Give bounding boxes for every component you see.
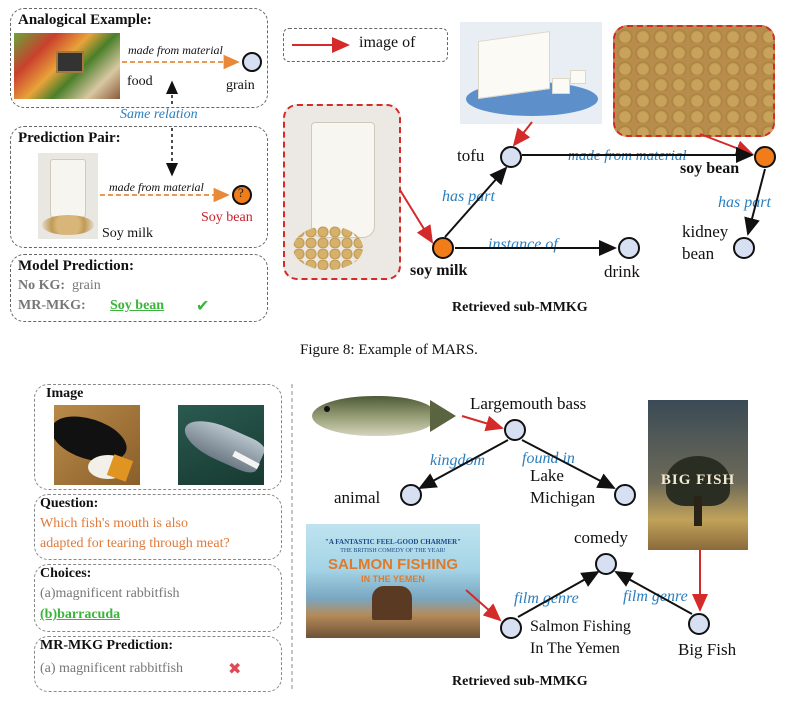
salmon-poster-subtagline: THE BRITISH COMEDY OF THE YEAR! xyxy=(340,548,446,554)
analogical-tail-label: grain xyxy=(226,78,255,93)
bean-label: bean xyxy=(682,244,715,263)
salmon-poster-tagline: "A FANTASTIC FEEL-GOOD CHARMER" xyxy=(324,538,462,546)
lake-label: Lake xyxy=(530,466,564,485)
lake-michigan-node xyxy=(614,484,636,506)
question-title: Question: xyxy=(40,496,99,511)
salmon-fishing-label-2: In The Yemen xyxy=(530,640,620,657)
film-genre-left-relation: film genre xyxy=(514,590,579,607)
big-fish-poster: BIG FISH xyxy=(648,400,748,550)
salmon-image-of-arrow xyxy=(465,589,502,622)
tofu-label: tofu xyxy=(457,146,485,165)
question-line-1: Which fish's mouth is also xyxy=(40,516,188,531)
soymilk-image-of-arrow xyxy=(399,189,434,244)
found-in-relation: found in xyxy=(522,450,575,467)
fig8-sub-caption: Retrieved sub-MMKG xyxy=(452,300,588,315)
largemouth-bass-node xyxy=(504,419,526,441)
tofu-node xyxy=(500,146,522,168)
choice-b: (b)barracuda xyxy=(40,607,121,622)
question-line-2: adapted for tearing through meat? xyxy=(40,536,230,551)
tofu-image xyxy=(460,22,602,124)
fig9-sub-caption: Retrieved sub-MMKG xyxy=(452,674,588,689)
bass-image-of-arrow xyxy=(461,415,504,432)
prediction-title: MR-MKG Prediction: xyxy=(40,638,174,653)
big-fish-node xyxy=(688,613,710,635)
choice-a: (a)magnificent rabbitfish xyxy=(40,586,180,601)
largemouth-bass-label: Largemouth bass xyxy=(470,394,587,413)
vegetables-image xyxy=(14,33,120,99)
prediction-pair-box xyxy=(10,126,268,248)
soy-milk-small-image xyxy=(38,153,98,239)
soy-bean-label: soy bean xyxy=(680,160,740,177)
prediction-value: (a) magnificent rabbitfish xyxy=(40,661,184,676)
largemouth-bass-image xyxy=(302,384,462,450)
nokg-label: No KG: xyxy=(18,278,66,293)
same-relation-label: Same relation xyxy=(120,107,198,122)
salmon-fishing-label-1: Salmon Fishing xyxy=(530,618,631,635)
mrmkg-value: Soy bean xyxy=(110,298,165,313)
prediction-head-label: Soy milk xyxy=(102,226,153,241)
big-fish-poster-title: BIG FISH xyxy=(660,472,736,488)
kingdom-edge xyxy=(418,439,509,489)
kingdom-relation: kingdom xyxy=(430,452,486,469)
salmon-poster-title-1: SALMON FISHING xyxy=(328,556,458,573)
has-part-left-relation: has part xyxy=(442,188,495,205)
kidney-bean-node xyxy=(733,237,755,259)
model-prediction-title: Model Prediction: xyxy=(18,258,134,274)
check-icon: ✔ xyxy=(196,298,210,315)
comedy-node xyxy=(595,553,617,575)
model-prediction-box xyxy=(10,254,268,322)
prediction-pair-title: Prediction Pair: xyxy=(18,130,121,146)
image-box xyxy=(34,384,282,490)
michigan-label: Michigan xyxy=(530,488,596,507)
analogical-example-title: Analogical Example: xyxy=(18,12,152,28)
big-fish-label: Big Fish xyxy=(678,640,737,659)
salmon-poster-title-2: IN THE YEMEN xyxy=(361,574,425,584)
rabbitfish-image xyxy=(54,405,140,485)
has-part-left-edge xyxy=(444,166,508,238)
prediction-answer-label: Soy bean xyxy=(201,210,253,225)
prediction-box xyxy=(34,636,282,692)
comedy-label: comedy xyxy=(574,528,628,547)
animal-label: animal xyxy=(334,488,381,507)
choices-title: Choices: xyxy=(40,566,92,581)
soy-bean-node xyxy=(754,146,776,168)
film-genre-right-relation: film genre xyxy=(623,588,688,605)
drink-label: drink xyxy=(604,262,640,281)
soy-milk-node xyxy=(432,237,454,259)
question-box xyxy=(34,494,282,560)
mrmkg-label: MR-MKG: xyxy=(18,298,86,313)
salmon-fishing-poster: "A FANTASTIC FEEL-GOOD CHARMER" THE BRIT… xyxy=(306,524,480,638)
has-part-right-edge xyxy=(744,168,766,236)
cross-icon: ✖ xyxy=(228,661,242,678)
prediction-relation-label: made from material xyxy=(109,180,204,194)
grain-node xyxy=(242,52,262,72)
analogical-example-box xyxy=(10,8,268,108)
animal-node xyxy=(400,484,422,506)
soy-bean-answer-node xyxy=(232,185,252,205)
drink-node xyxy=(618,237,640,259)
soy-milk-image xyxy=(283,104,401,280)
legend-box xyxy=(283,28,448,62)
legend-label: image of xyxy=(359,34,416,51)
analogical-head-label: food xyxy=(127,74,153,89)
soybean-image xyxy=(613,25,775,137)
kidney-label: kidney xyxy=(682,222,729,241)
analogical-relation-label: made from material xyxy=(128,43,223,57)
fig8-caption: Figure 8: Example of MARS. xyxy=(300,342,478,358)
tofu-image-of-arrow xyxy=(512,121,533,147)
salmon-fishing-node xyxy=(500,617,522,639)
barracuda-image xyxy=(178,405,264,485)
found-in-edge xyxy=(521,439,616,489)
image-title: Image xyxy=(46,386,84,401)
film-genre-right-edge xyxy=(614,571,693,615)
film-genre-left-edge xyxy=(517,571,600,618)
soy-milk-label: soy milk xyxy=(410,262,468,279)
soybean-image-of-arrow xyxy=(699,133,754,156)
question-mark: ? xyxy=(238,185,244,200)
choices-box xyxy=(34,564,282,632)
nokg-value: grain xyxy=(72,278,101,293)
